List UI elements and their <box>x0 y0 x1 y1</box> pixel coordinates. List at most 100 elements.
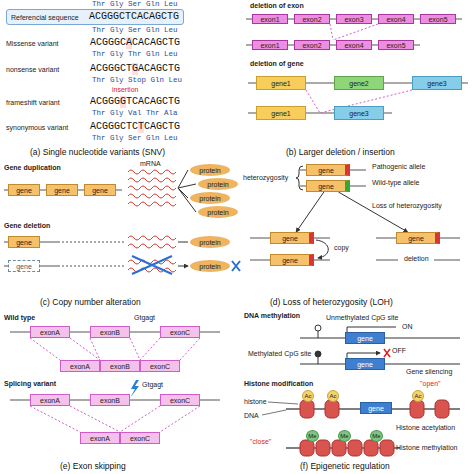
node-text: protein <box>207 209 228 216</box>
annotation-label: mRNA <box>140 160 161 168</box>
exon-box: exonC <box>160 326 200 338</box>
node-text: Me <box>340 433 348 439</box>
panel-b-lines <box>246 19 468 113</box>
annotation-label: synonymous variant <box>6 124 68 132</box>
node-text: gene <box>357 335 373 342</box>
gene-box: gene <box>8 184 40 196</box>
methyl-mark: Me <box>306 430 319 442</box>
annotation-label: ON <box>402 323 413 331</box>
panel-caption: (a) Single nucleotide variants (SNV) <box>30 148 165 157</box>
node-text: exonC <box>150 363 170 370</box>
node-text: protein <box>199 167 220 174</box>
amino-acid-row: Thr Gly Thr Gln Leu <box>92 50 178 58</box>
node-text: gene1 <box>271 110 290 117</box>
gene-box: gene <box>46 184 78 196</box>
node-text: exonA <box>70 363 90 370</box>
pathogenic-gene-box: gene <box>396 232 440 244</box>
annotation-label: Loss of heterozygosity <box>372 202 442 210</box>
exon-box: exonC <box>160 394 200 406</box>
node-text: gene <box>16 239 32 246</box>
exon-box: exonB <box>90 326 130 338</box>
node-text: exon2 <box>302 16 321 23</box>
exon-box: exon2 <box>294 40 330 50</box>
node-text: Ac <box>414 393 421 399</box>
node-text: exonC <box>130 435 150 442</box>
sequence-text: ACGGGCTCTCAGCTG <box>90 121 180 132</box>
node-text: exonB <box>110 363 130 370</box>
section-heading: deletion of exon <box>250 2 304 10</box>
annotation-label: frameshift variant <box>6 99 60 107</box>
annotation-label: insertion <box>112 86 138 94</box>
panel-caption: (e) Exon skipping <box>60 462 126 471</box>
exon-box: exonA <box>80 432 120 444</box>
protein-oval: protein <box>198 178 238 190</box>
node-text: gene <box>282 257 298 264</box>
panel-caption: (b) Larger deletion / insertion <box>286 148 395 157</box>
acetyl-mark: Ac <box>327 390 339 402</box>
node-text: gene <box>318 183 334 190</box>
node-text: Me <box>308 433 316 439</box>
annotation-label: DNA <box>244 412 259 420</box>
panel-caption: (c) Copy number alteration <box>40 298 141 307</box>
node-text: gene <box>368 405 384 412</box>
node-text: protein <box>199 239 220 246</box>
node-text: exon2 <box>302 42 321 49</box>
annotation-label: nonsense variant <box>6 66 59 74</box>
annotation-label: deletion <box>404 255 429 263</box>
node-text: Me <box>372 433 380 439</box>
section-heading: DNA methylation <box>244 312 300 320</box>
node-text: gene <box>357 361 373 368</box>
exon-box: exonB <box>90 394 130 406</box>
exon-box: exon1 <box>252 14 288 24</box>
annotation-label: Wild-type allele <box>372 179 419 187</box>
sequence-title: Referencial sequence <box>11 14 79 21</box>
section-heading: Gene duplication <box>4 164 61 172</box>
annotation-label: Histone acetylation <box>396 424 455 432</box>
gene-box: gene3 <box>412 76 462 90</box>
annotation-label: "close" <box>250 438 271 446</box>
node-text: gene <box>408 235 424 242</box>
acetyl-mark: Ac <box>302 390 314 402</box>
annotation-label: Gtgagt <box>142 381 163 389</box>
deleted-gene-box: gene <box>8 260 40 272</box>
gene-box: gene <box>345 332 385 344</box>
gene-box: gene3 <box>334 106 384 120</box>
exon-box: exonC <box>140 360 180 372</box>
wildtype-gene-box: gene <box>306 180 350 192</box>
node-text: ACGGGCTCACAGCTG <box>89 12 179 22</box>
exon-box: exon4 <box>336 40 372 50</box>
exon-box: exon4 <box>378 14 414 24</box>
gene-box: gene <box>345 358 385 370</box>
annotation-label: Missense variant <box>6 40 59 48</box>
sequence-text: ACGGGCACACAGCTG <box>90 37 180 48</box>
amino-acid-row: Thr Gly Stop Gln Leu <box>92 76 182 84</box>
gene-box: gene <box>360 402 392 414</box>
pathogenic-gene-box: gene <box>270 254 314 266</box>
node-text: Ac <box>329 393 336 399</box>
panel-caption: (f) Epigenetic regulation <box>300 462 390 471</box>
annotation-label: heterozygosity <box>243 174 288 182</box>
node-text: Ac <box>304 393 311 399</box>
amino-acid-row: Thr Gly Ser Gln Leu <box>92 0 178 8</box>
node-text: gene <box>16 187 32 194</box>
node-text: protein <box>199 195 220 202</box>
node-text: exonB <box>100 329 120 336</box>
node-text: exonA <box>40 397 60 404</box>
sequence-text: ACGGGCTGACAGCTG <box>90 63 180 74</box>
annotation-label: Gene silencing <box>406 368 452 376</box>
gene-box: gene2 <box>334 76 384 90</box>
protein-oval: protein <box>190 192 230 204</box>
node-text: exon1 <box>260 42 279 49</box>
protein-oval: protein <box>190 260 230 272</box>
annotation-label: OFF <box>392 347 406 355</box>
annotation-label: Methylated CpG site <box>248 350 311 358</box>
node-text: exonA <box>40 329 60 336</box>
amino-acid-row: Thr Gly Val Thr Ala <box>92 109 178 117</box>
node-text: exon3 <box>344 16 363 23</box>
node-text: gene3 <box>349 110 368 117</box>
protein-oval: protein <box>198 206 238 218</box>
node-text: exon4 <box>344 42 363 49</box>
annotation-label: Unmethylated CpG site <box>326 314 398 322</box>
exon-box: exonA <box>30 326 70 338</box>
annotation-label: Histone methylation <box>396 444 457 452</box>
